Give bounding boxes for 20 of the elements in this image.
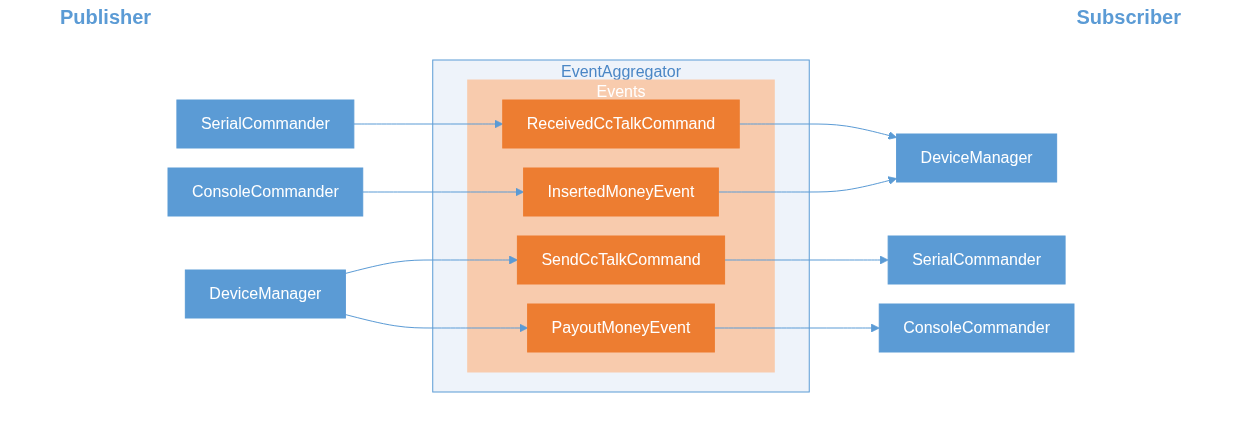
node-box: SendCcTalkCommand (516, 235, 725, 285)
node-box: ConsoleCommander (878, 303, 1074, 353)
node-box: DeviceManager (184, 269, 346, 319)
column-heading: Publisher (60, 6, 152, 30)
arrow (717, 176, 897, 193)
node-box: SerialCommander (887, 235, 1066, 285)
arrow (352, 119, 503, 129)
node-box: ConsoleCommander (167, 167, 363, 217)
node-box: InsertedMoneyEvent (522, 167, 719, 217)
node-box: DeviceManager (895, 133, 1057, 183)
column-heading: Subscriber (1076, 6, 1181, 30)
arrow (713, 323, 880, 333)
arrow (723, 255, 889, 265)
node-box: SerialCommander (175, 99, 354, 149)
arrow (361, 187, 524, 197)
arrow (344, 314, 528, 333)
node-box: PayoutMoneyEvent (526, 303, 715, 353)
arrow (344, 255, 518, 274)
arrow (738, 123, 897, 140)
node-box: ReceivedCcTalkCommand (501, 99, 740, 149)
